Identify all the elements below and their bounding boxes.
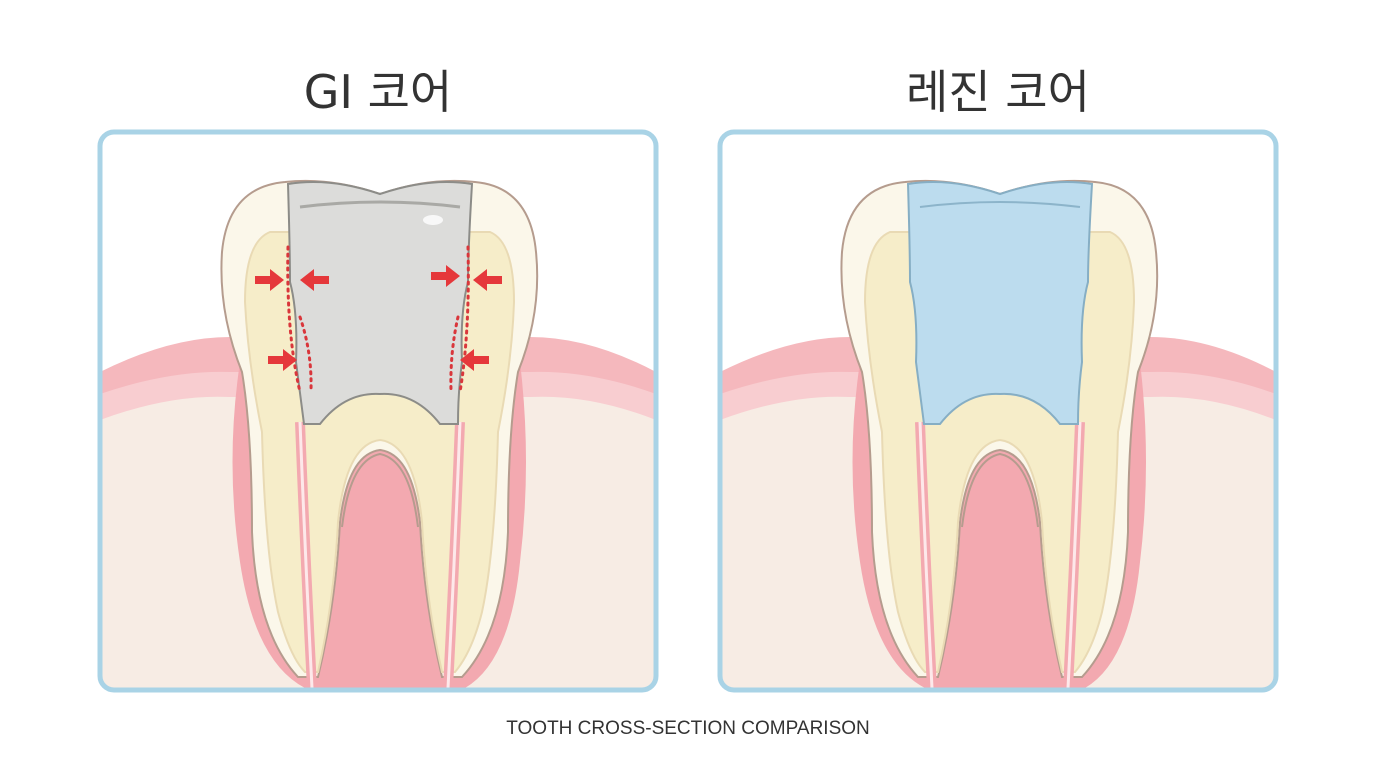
panel-frame	[97, 129, 659, 693]
panel-title-gi-core: GI 코어	[303, 65, 453, 119]
resin-core-panel	[717, 129, 1279, 693]
resin-core	[907, 180, 1093, 425]
gi-core-panel	[97, 129, 659, 693]
gi-core	[287, 180, 473, 425]
panel-title-resin-core: 레진 코어	[906, 65, 1090, 119]
shrinkage-arrow-icons	[255, 265, 502, 371]
gap-dotted-lines	[286, 245, 470, 394]
caption: TOOTH CROSS-SECTION COMPARISON	[506, 718, 870, 739]
panel-frame	[717, 129, 1279, 693]
